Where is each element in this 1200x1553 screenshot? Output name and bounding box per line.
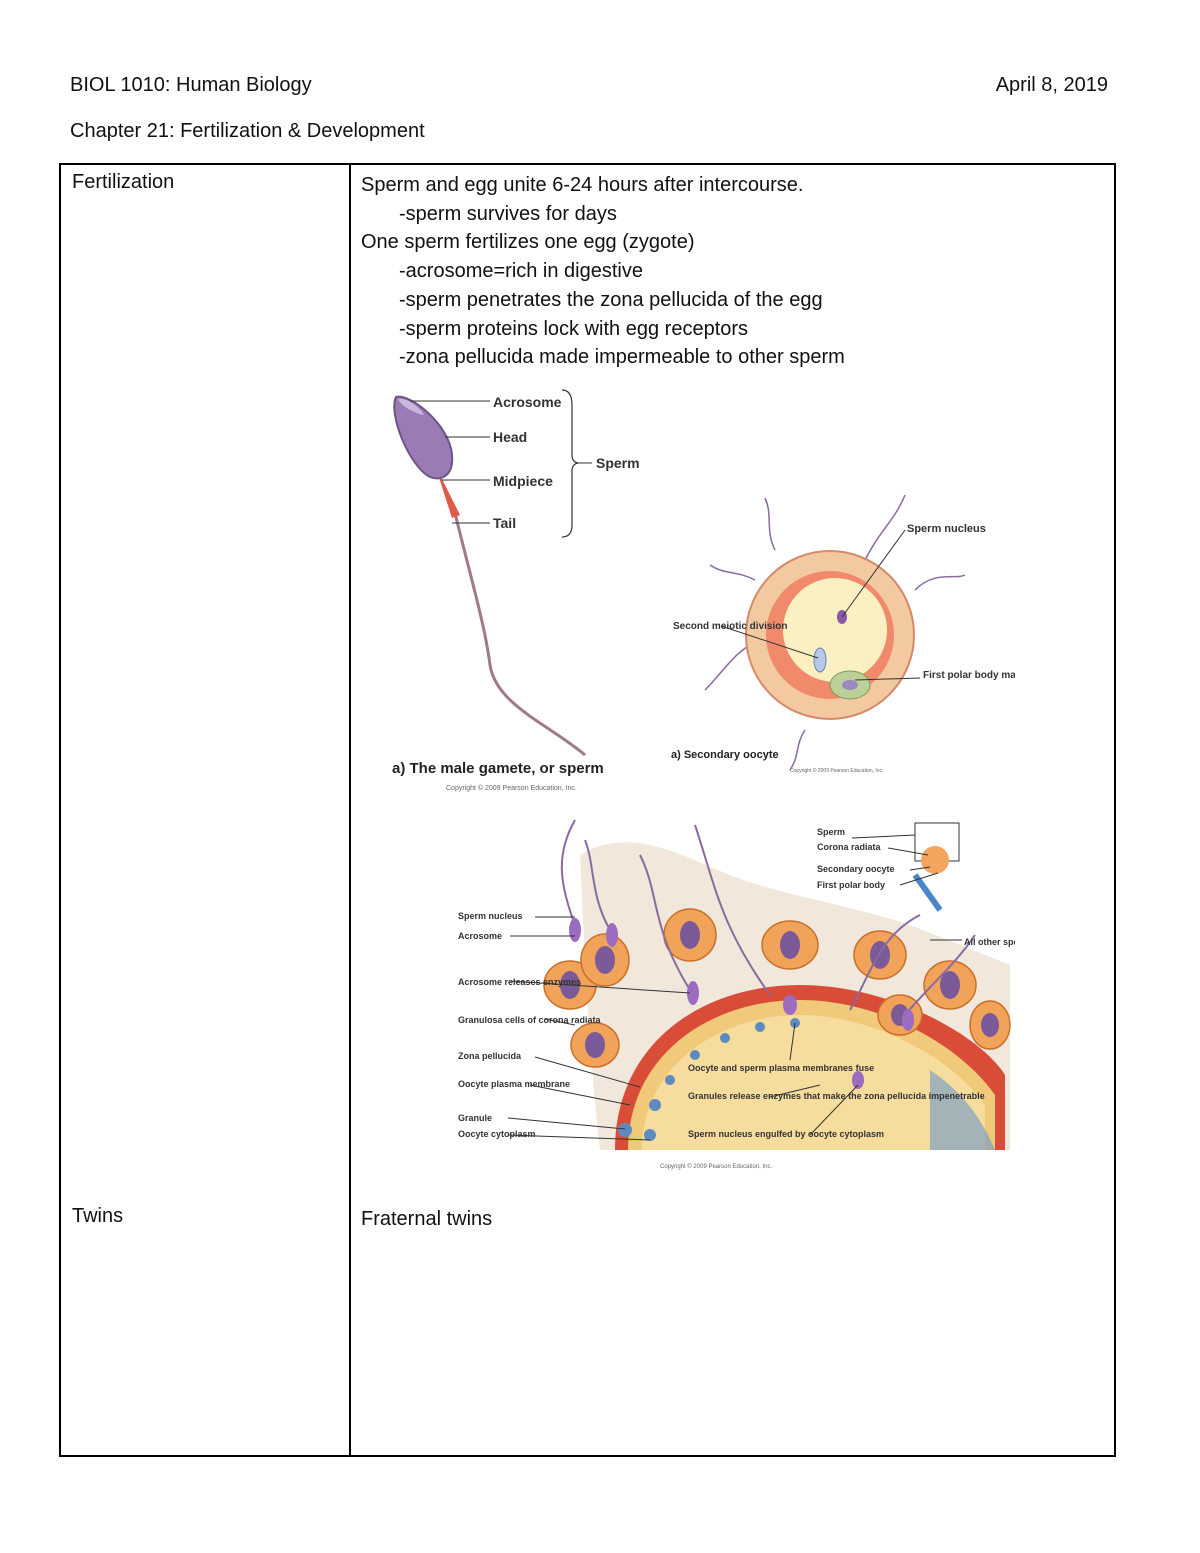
sperm-head-shape bbox=[393, 395, 454, 480]
label-oocyte-cytoplasm: Oocyte cytoplasm bbox=[458, 1129, 536, 1139]
note-line: -zona pellucida made impermeable to othe… bbox=[399, 346, 845, 369]
fertilization-fusion-diagram: Sperm nucleus Acrosome Acrosome releases… bbox=[458, 819, 1015, 1170]
label-granulosa-cells: Granulosa cells of corona radiata bbox=[458, 1015, 602, 1025]
label-second-meiotic-division: Second meiotic division bbox=[673, 621, 787, 632]
chapter-title: Chapter 21: Fertilization & Development bbox=[70, 120, 425, 142]
label-sperm: Sperm bbox=[596, 455, 640, 471]
label-sperm-nucleus: Sperm nucleus bbox=[907, 523, 986, 535]
label-secondary-oocyte: Secondary oocyte bbox=[817, 864, 895, 874]
label-granule: Granule bbox=[458, 1113, 492, 1123]
label-acrosome: Acrosome bbox=[493, 394, 562, 410]
label-first-polar-body-inset: First polar body bbox=[817, 880, 885, 890]
term-fertilization: Fertilization bbox=[72, 171, 175, 193]
fertilization-notes: Sperm and egg unite 6-24 hours after int… bbox=[361, 171, 845, 372]
twins-notes: Fraternal twins bbox=[361, 1205, 492, 1234]
oocyte-cytoplasm-shape bbox=[642, 1015, 985, 1150]
oocyte-shape bbox=[783, 578, 887, 682]
oocyte-caption: a) Secondary oocyte bbox=[671, 749, 779, 761]
document-date: April 8, 2019 bbox=[995, 74, 1108, 96]
label-membranes-fuse: Oocyte and sperm plasma membranes fuse bbox=[688, 1063, 874, 1073]
note-line: -sperm proteins lock with egg receptors bbox=[399, 317, 749, 340]
column-divider bbox=[349, 165, 351, 1455]
label-first-polar-body: First polar body may also divide bbox=[923, 670, 1015, 681]
sperm-diagram: Acrosome Head Midpiece Tail Sperm a) The… bbox=[392, 389, 640, 792]
note-line: -sperm penetrates the zona pellucida of … bbox=[399, 288, 823, 311]
oocyte-copyright: Copyright © 2009 Pearson Education, Inc. bbox=[790, 767, 883, 774]
note-line: Sperm and egg unite 6-24 hours after int… bbox=[361, 174, 804, 196]
secondary-oocyte-diagram: Sperm nucleus Second meiotic division Fi… bbox=[671, 494, 1015, 774]
label-midpiece: Midpiece bbox=[493, 473, 553, 489]
label-head: Head bbox=[493, 429, 527, 445]
label-fusion-sperm-nucleus: Sperm nucleus bbox=[458, 911, 523, 921]
label-fusion-acrosome: Acrosome bbox=[458, 931, 502, 941]
label-zona-pellucida: Zona pellucida bbox=[458, 1051, 522, 1061]
sperm-caption: a) The male gamete, or sperm bbox=[392, 760, 604, 777]
note-line: -acrosome=rich in digestive bbox=[399, 260, 643, 283]
note-line: One sperm fertilizes one egg (zygote) bbox=[361, 231, 695, 254]
note-line: Fraternal twins bbox=[361, 1208, 493, 1230]
label-acrosome-releases-enzymes: Acrosome releases enzymes bbox=[458, 977, 581, 987]
label-nucleus-engulfed: Sperm nucleus engulfed by oocyte cytopla… bbox=[688, 1129, 884, 1139]
fusion-copyright: Copyright © 2009 Pearson Education, Inc. bbox=[660, 1163, 772, 1170]
label-inset-sperm: Sperm bbox=[817, 827, 845, 837]
label-tail: Tail bbox=[493, 515, 516, 531]
note-line: -sperm survives for days bbox=[399, 202, 617, 225]
course-title: BIOL 1010: Human Biology bbox=[70, 74, 312, 96]
notes-table: Fertilization Sperm and egg unite 6-24 h… bbox=[59, 163, 1116, 1457]
label-other-sperm-denied: All other sperm denied entrance bbox=[964, 937, 1015, 947]
label-oocyte-plasma-membrane: Oocyte plasma membrane bbox=[458, 1079, 570, 1089]
label-granules-release: Granules release enzymes that make the z… bbox=[688, 1091, 985, 1101]
label-corona-radiata: Corona radiata bbox=[817, 842, 882, 852]
term-twins: Twins bbox=[72, 1205, 124, 1227]
sperm-copyright: Copyright © 2009 Pearson Education, Inc. bbox=[446, 784, 577, 792]
